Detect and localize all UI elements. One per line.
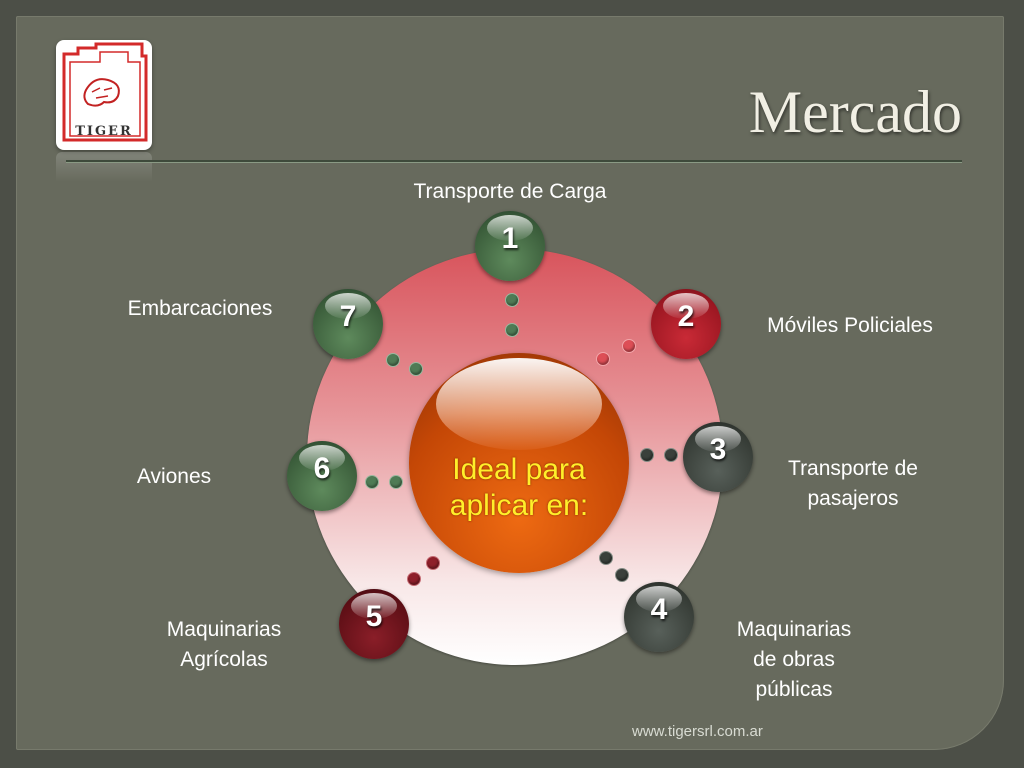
node-label-6: Aviones [122, 462, 226, 492]
node-1[interactable]: 1 [475, 211, 545, 281]
center-text-line1: Ideal para [452, 453, 586, 486]
node-number: 7 [339, 300, 357, 333]
node-number: 2 [677, 300, 695, 333]
label-line: de obras [753, 648, 835, 671]
label-line: Transporte de Carga [413, 180, 607, 203]
label-line: Maquinarias [736, 618, 852, 641]
label-line: Maquinarias [166, 618, 282, 641]
connector-dot [640, 448, 654, 462]
title-divider [66, 160, 962, 162]
connector-dot [389, 475, 403, 489]
node-number: 1 [501, 222, 519, 255]
connector-dot [365, 475, 379, 489]
connector-dot [596, 352, 610, 366]
label-line: Transporte de [788, 457, 918, 480]
connector-dot [426, 556, 440, 570]
logo-reflection [56, 152, 152, 182]
label-line: públicas [755, 678, 833, 701]
center-gloss [436, 358, 602, 450]
tiger-logo: TIGER [56, 40, 152, 150]
node-label-3: Transporte de pasajeros [758, 454, 948, 514]
label-line: pasajeros [807, 487, 899, 510]
node-label-5: Maquinarias Agrícolas [138, 615, 310, 675]
node-6[interactable]: 6 [287, 441, 357, 511]
tiger-logo-icon [62, 42, 148, 142]
node-label-4: Maquinarias de obras públicas [708, 615, 880, 705]
node-number: 5 [365, 600, 383, 633]
connector-dot [622, 339, 636, 353]
label-line: Aviones [136, 465, 212, 488]
page-title: Mercado [748, 79, 962, 145]
label-line: Móviles Policiales [767, 314, 933, 337]
connector-dot [615, 568, 629, 582]
node-number: 6 [313, 452, 331, 485]
connector-dot [409, 362, 423, 376]
connector-dot [664, 448, 678, 462]
node-label-7: Embarcaciones [96, 294, 304, 324]
node-label-2: Móviles Policiales [732, 311, 968, 341]
label-line: Embarcaciones [127, 297, 273, 320]
connector-dot [505, 293, 519, 307]
connector-dot [386, 353, 400, 367]
node-number: 4 [650, 593, 668, 626]
node-label-1: Transporte de Carga [376, 177, 644, 207]
node-number: 3 [709, 433, 727, 466]
connector-dot [505, 323, 519, 337]
website-link[interactable]: www.tigersrl.com.ar [632, 723, 763, 740]
node-4[interactable]: 4 [624, 582, 694, 652]
label-line: Agrícolas [180, 648, 268, 671]
node-2[interactable]: 2 [651, 289, 721, 359]
node-7[interactable]: 7 [313, 289, 383, 359]
logo-text: TIGER [75, 124, 133, 139]
node-5[interactable]: 5 [339, 589, 409, 659]
connector-dot [407, 572, 421, 586]
center-text-line2: aplicar en: [449, 489, 589, 522]
node-3[interactable]: 3 [683, 422, 753, 492]
center-text: Ideal para aplicar en: [409, 452, 629, 524]
connector-dot [599, 551, 613, 565]
